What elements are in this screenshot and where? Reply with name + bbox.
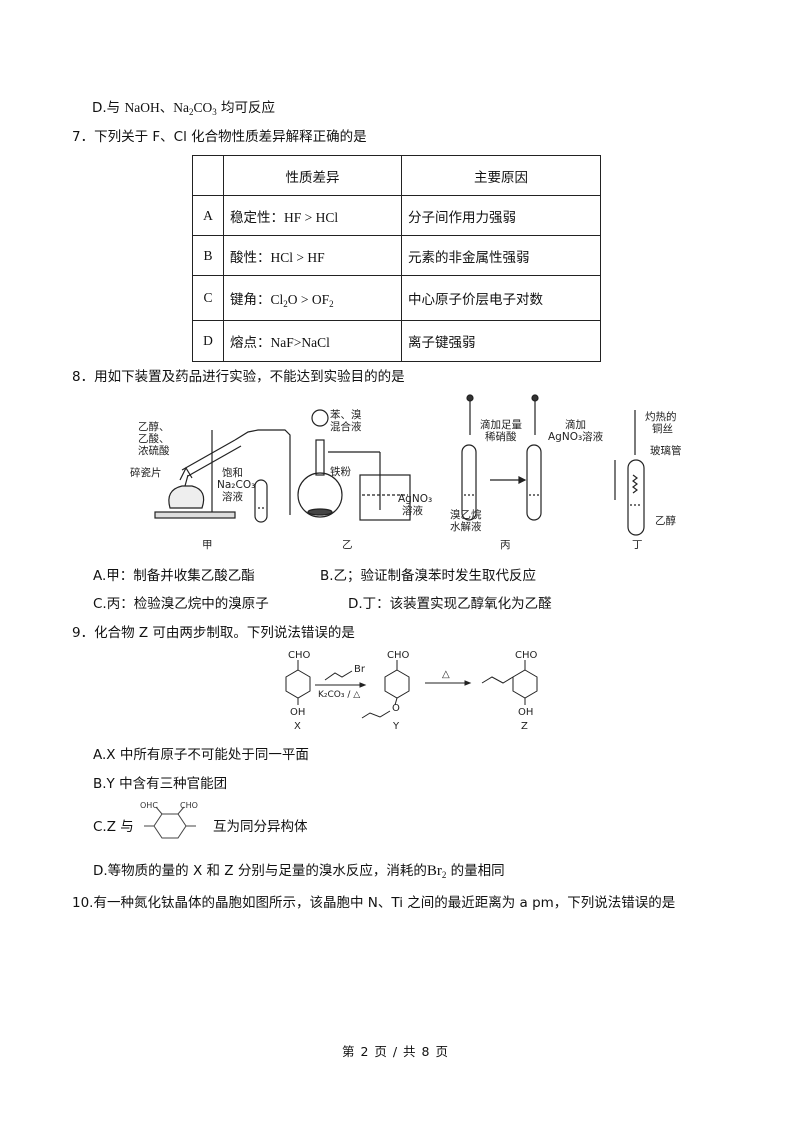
row-property: 酸性：HCl > HF [223, 235, 402, 276]
svg-text:稀硝酸: 稀硝酸 [485, 430, 517, 443]
svg-text:灼热的: 灼热的 [645, 410, 677, 423]
q8-option-d[interactable]: D.丁：该装置实现乙醇氧化为乙醛 [348, 596, 552, 612]
q9-option-b[interactable]: B.Y 中含有三种官能团 [93, 776, 228, 792]
row-reason: 分子间作用力强弱 [401, 195, 601, 236]
q10-stem: 10.有一种氮化钛晶体的晶胞如图所示，该晶胞中 N、Ti 之间的最近距离为 a … [72, 895, 676, 911]
svg-text:X: X [294, 721, 301, 732]
svg-text:OH: OH [518, 707, 533, 718]
svg-text:乙酸、: 乙酸、 [138, 432, 170, 445]
svg-text:CHO: CHO [288, 650, 311, 661]
q7-header-blank [192, 155, 224, 196]
svg-text:Z: Z [521, 721, 528, 732]
q9-c-prefix: C.Z 与 [93, 819, 134, 835]
svg-text:Na₂CO₃: Na₂CO₃ [217, 479, 255, 491]
svg-text:混合液: 混合液 [330, 420, 362, 433]
svg-text:CHO: CHO [387, 650, 410, 661]
q9-stem: 9．化合物 Z 可由两步制取。下列说法错误的是 [72, 625, 355, 641]
svg-text:△: △ [442, 669, 450, 680]
svg-text:Y: Y [392, 721, 400, 732]
q9-option-a[interactable]: A.X 中所有原子不可能处于同一平面 [93, 747, 309, 763]
svg-text:K₂CO₃ / △: K₂CO₃ / △ [318, 690, 360, 700]
q6-d-prefix: D.与 [92, 100, 125, 116]
svg-text:溴乙烷: 溴乙烷 [450, 508, 482, 521]
svg-text:AgNO₃: AgNO₃ [398, 493, 432, 505]
q6-d-suffix: 均可反应 [216, 100, 276, 116]
q9-d-prefix: D.等物质的量的 X 和 Z 分别与足量的溴水反应，消耗的 [93, 863, 427, 879]
table-row: B 酸性：HCl > HF 元素的非金属性强弱 [192, 235, 601, 276]
row-reason: 离子键强弱 [401, 320, 601, 362]
q7-table-header: 性质差异 主要原因 [192, 155, 601, 196]
svg-text:玻璃管: 玻璃管 [650, 444, 682, 457]
svg-text:乙醇: 乙醇 [655, 514, 676, 527]
q7-stem: 7．下列关于 F、Cl 化合物性质差异解释正确的是 [72, 129, 367, 145]
q8-stem: 8．用如下装置及药品进行实验，不能达到实验目的的是 [72, 369, 405, 385]
svg-text:滴加: 滴加 [565, 418, 586, 431]
q7-table: 性质差异 主要原因 A 稳定性：HF > HCl 分子间作用力强弱 B 酸性：H… [192, 155, 601, 362]
svg-text:CHO: CHO [515, 650, 538, 661]
svg-text:滴加足量: 滴加足量 [480, 418, 522, 431]
table-row: C 键角：Cl2O > OF2 中心原子价层电子对数 [192, 275, 601, 321]
svg-text:溶液: 溶液 [222, 490, 243, 503]
svg-text:OH: OH [290, 707, 305, 718]
row-reason: 元素的非金属性强弱 [401, 235, 601, 276]
svg-text:丙: 丙 [500, 539, 511, 551]
svg-text:O: O [392, 703, 400, 714]
row-label: B [192, 235, 224, 276]
q7-header-property: 性质差异 [223, 155, 402, 196]
q9-reaction-scheme: CHO OH X Br K₂CO₃ / △ CHO O Y △ CHO OH Z [285, 650, 538, 732]
svg-text:苯、溴: 苯、溴 [330, 408, 362, 421]
svg-text:AgNO₃溶液: AgNO₃溶液 [548, 430, 604, 443]
svg-text:甲: 甲 [202, 539, 213, 551]
svg-text:乙: 乙 [342, 539, 353, 551]
q9-option-c-structure: OHC CHO [140, 801, 198, 839]
q6-d-formula: NaOH、Na2CO3 [124, 100, 217, 117]
q8-option-c[interactable]: C.丙：检验溴乙烷中的溴原子 [93, 596, 269, 612]
row-label: C [192, 275, 224, 321]
row-property: 键角：Cl2O > OF2 [223, 275, 402, 321]
q9-option-c[interactable]: C.Z 与 [93, 815, 134, 835]
svg-text:乙醇、: 乙醇、 [138, 420, 170, 433]
svg-text:浓硫酸: 浓硫酸 [138, 444, 170, 457]
q9-option-d[interactable]: D.等物质的量的 X 和 Z 分别与足量的溴水反应，消耗的Br2 的量相同 [93, 859, 505, 880]
row-reason: 中心原子价层电子对数 [401, 275, 601, 321]
svg-text:OHC: OHC [140, 801, 158, 810]
svg-text:铜丝: 铜丝 [652, 423, 673, 435]
row-property: 稳定性：HF > HCl [223, 195, 402, 236]
q8-apparatus-figure: 乙醇、 乙酸、 浓硫酸 碎瓷片 饱和 Na₂CO₃ 溶液 甲 苯、溴 混合液 铁… [130, 394, 682, 551]
svg-text:CHO: CHO [180, 801, 198, 810]
table-row: D 熔点：NaF>NaCl 离子键强弱 [192, 320, 601, 362]
q8-option-b[interactable]: B.乙；验证制备溴苯时发生取代反应 [320, 568, 537, 584]
table-row: A 稳定性：HF > HCl 分子间作用力强弱 [192, 195, 601, 236]
svg-text:丁: 丁 [632, 539, 643, 551]
q9-d-suffix: 的量相同 [446, 863, 505, 879]
svg-text:饱和: 饱和 [222, 467, 243, 479]
row-label: A [192, 195, 224, 236]
svg-text:水解液: 水解液 [450, 520, 482, 533]
svg-text:碎瓷片: 碎瓷片 [130, 466, 162, 479]
row-property: 熔点：NaF>NaCl [223, 320, 402, 362]
page-footer: 第 2 页 / 共 8 页 [342, 1044, 449, 1059]
row-label: D [192, 320, 224, 362]
q8-option-a[interactable]: A.甲：制备并收集乙酸乙酯 [93, 568, 255, 584]
svg-text:溶液: 溶液 [402, 504, 423, 517]
svg-text:Br: Br [354, 664, 366, 675]
q6-option-d: D.与 NaOH、Na2CO3 均可反应 [92, 96, 275, 117]
q7-header-reason: 主要原因 [401, 155, 601, 196]
svg-text:铁粉: 铁粉 [330, 465, 351, 478]
q9-d-formula: Br2 [426, 863, 447, 880]
q9-option-c-suffix: 互为同分异构体 [213, 819, 308, 835]
